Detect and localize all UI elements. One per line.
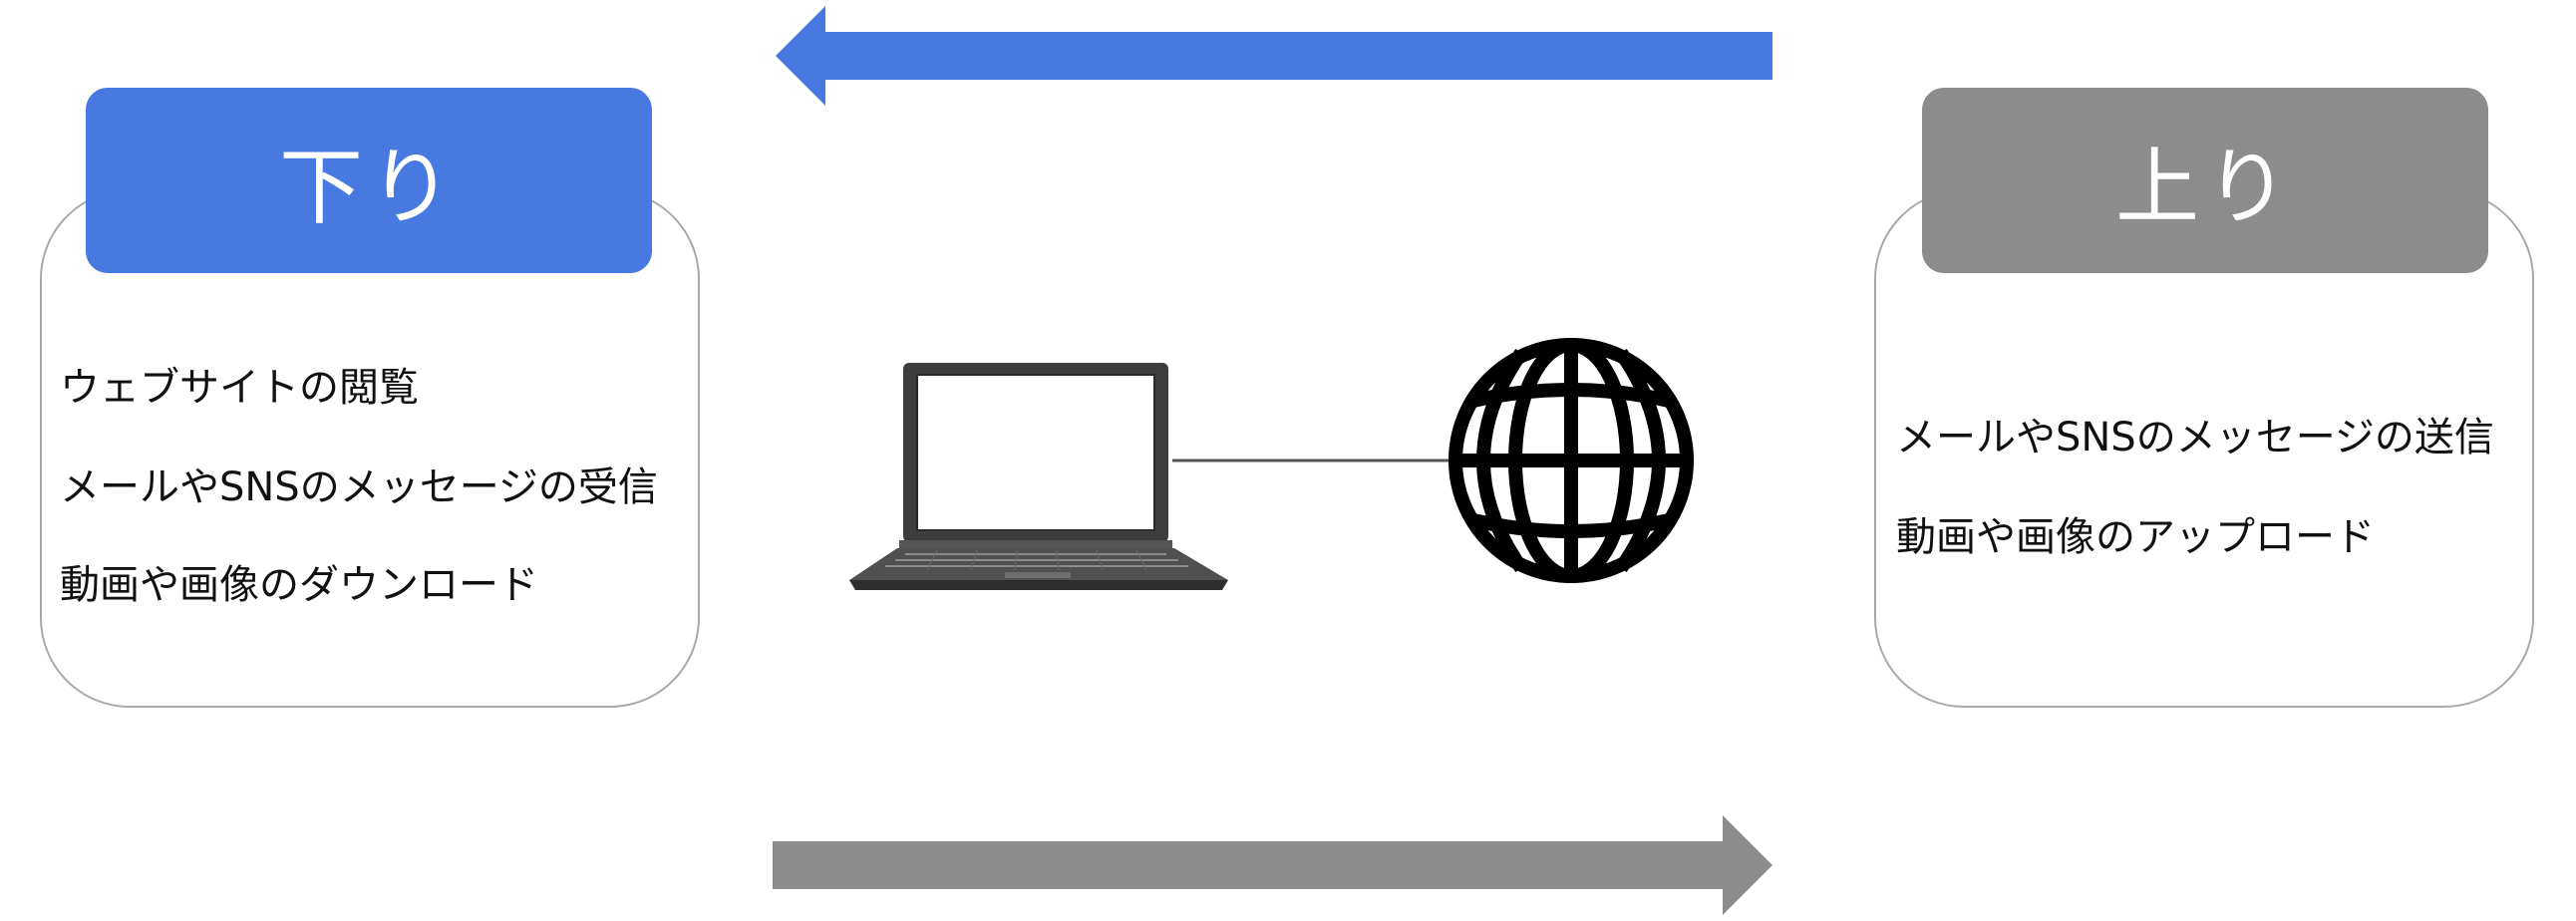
download-item-3: 動画や画像のダウンロード (60, 562, 538, 608)
download-card (40, 189, 700, 708)
upload-title: 上り (1922, 88, 2488, 273)
upload-card (1874, 189, 2534, 708)
upload-item-2: 動画や画像のアップロード (1896, 514, 2375, 560)
download-item-2: メールやSNSのメッセージの受信 (60, 464, 658, 510)
download-title: 下り (86, 88, 652, 273)
upload-item-1: メールやSNSのメッセージの送信 (1896, 415, 2494, 460)
download-item-1: ウェブサイトの閲覧 (60, 365, 419, 411)
